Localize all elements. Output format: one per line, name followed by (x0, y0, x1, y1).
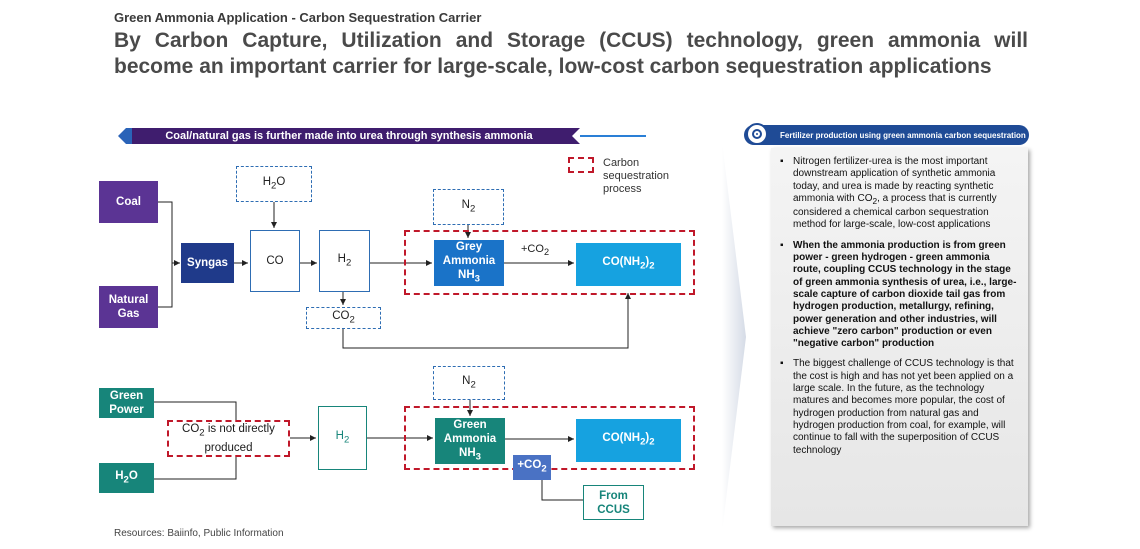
h2-label-bottom: H2 (335, 429, 350, 446)
page-subtitle: Green Ammonia Application - Carbon Seque… (114, 10, 482, 25)
n2-label-bottom: N2 (462, 374, 476, 391)
h2o-label: H2O (262, 175, 286, 192)
panel-header: Fertilizer production using green ammoni… (744, 125, 1029, 145)
green-power-label: Green Power (109, 390, 144, 416)
source-note: Resources: Baiinfo, Public Information (114, 528, 284, 539)
h2o-node-bottom: H2O (99, 463, 154, 493)
natural-gas-node: Natural Gas (99, 286, 158, 328)
info-panel: Nitrogen fertilizer-urea is the most imp… (771, 148, 1028, 526)
plus-co2-label-bottom: +CO2 (517, 459, 547, 475)
co2-not-produced-note: CO2 is not directly produced (167, 420, 290, 457)
co2-byproduct-node: CO2 (306, 307, 381, 329)
target-icon (746, 123, 768, 145)
natural-gas-label: Natural Gas (108, 294, 149, 320)
panel-header-label: Fertilizer production using green ammoni… (780, 130, 1026, 140)
coal-label: Coal (116, 196, 141, 208)
n2-input-node-bottom: N2 (433, 366, 505, 400)
co-label: CO (266, 255, 284, 267)
co2-byproduct-label: CO2 (332, 309, 355, 326)
from-ccus-label: From CCUS (597, 489, 630, 516)
page-title: By Carbon Capture, Utilization and Stora… (114, 29, 1028, 78)
h2-node-bottom: H2 (318, 406, 367, 470)
co2-not-produced-label: CO2 is not directly produced (182, 423, 275, 454)
section-banner: Coal/natural gas is further made into ur… (118, 128, 580, 144)
banner-divider (580, 135, 646, 137)
n2-label-top: N2 (461, 198, 476, 215)
legend-label: Carbon sequestration process (603, 157, 670, 195)
from-ccus-node: From CCUS (583, 485, 644, 520)
panel-bullet-3: The biggest challenge of CCUS technology… (780, 358, 1018, 456)
panel-bullet-1: Nitrogen fertilizer-urea is the most imp… (780, 156, 1018, 232)
carbon-sequestration-group-top (404, 230, 695, 295)
co-node: CO (250, 230, 300, 292)
banner-label: Coal/natural gas is further made into ur… (165, 130, 533, 142)
h2o-label-bottom: H2O (115, 469, 138, 486)
syngas-node: Syngas (181, 243, 234, 283)
n2-input-node-top: N2 (433, 189, 504, 225)
plus-co2-label-top: +CO2 (521, 243, 550, 258)
urea-node-bottom: CO(NH2)2 (576, 419, 681, 462)
h2-node-top: H2 (319, 230, 370, 292)
plus-co2-node-bottom: +CO2 (513, 455, 551, 480)
legend-dashed-box (568, 157, 594, 173)
urea-label-top: CO(NH2)2 (602, 256, 655, 272)
panel-bullet-2: When the ammonia production is from gree… (780, 240, 1018, 351)
urea-node-top: CO(NH2)2 (576, 243, 681, 286)
panel-bullet-list: Nitrogen fertilizer-urea is the most imp… (779, 156, 1018, 457)
urea-label-bottom: CO(NH2)2 (602, 432, 655, 448)
syngas-label: Syngas (187, 257, 228, 269)
green-power-node: Green Power (99, 388, 154, 418)
h2o-input-node: H2O (236, 166, 312, 202)
coal-node: Coal (99, 181, 158, 223)
h2-label-top: H2 (337, 252, 352, 269)
